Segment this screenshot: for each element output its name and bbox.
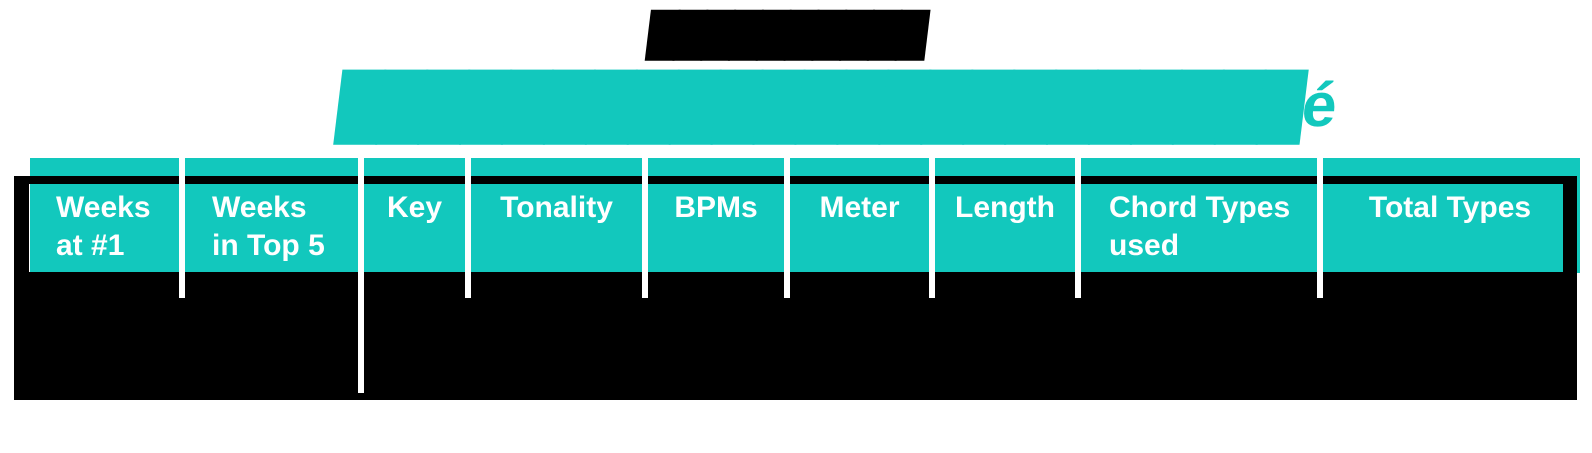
table-frame-top-border [14, 176, 1577, 184]
column-separator [642, 158, 648, 298]
column-separator-long [358, 158, 364, 393]
header-cell-length: Length [955, 191, 1055, 224]
column-separator [465, 158, 471, 298]
header-cell-tonality: Tonality [500, 191, 613, 224]
column-separator [784, 158, 790, 298]
header-cell-weeks-in-top-5: Weeks in Top 5 [212, 191, 325, 262]
column-separator [179, 158, 185, 298]
header-cell-key: Key [386, 191, 443, 224]
column-separator [929, 158, 935, 298]
header-cell-chord-types-used: Chord Types used [1109, 191, 1291, 262]
header-cell-bpms: BPMs [674, 191, 758, 224]
title-obscured-black: ██████████ [645, 10, 929, 57]
header-cell-total-types: Total Types [1368, 191, 1532, 224]
column-separator [1075, 158, 1081, 298]
header-cell-meter: Meter [819, 191, 900, 224]
subtitle-obscured-teal: ███████████████████████é [333, 71, 1340, 140]
header-cell-weeks-at-1: Weeks at #1 [56, 191, 151, 262]
table-body-redacted [14, 272, 1577, 400]
column-separator [1317, 158, 1323, 298]
